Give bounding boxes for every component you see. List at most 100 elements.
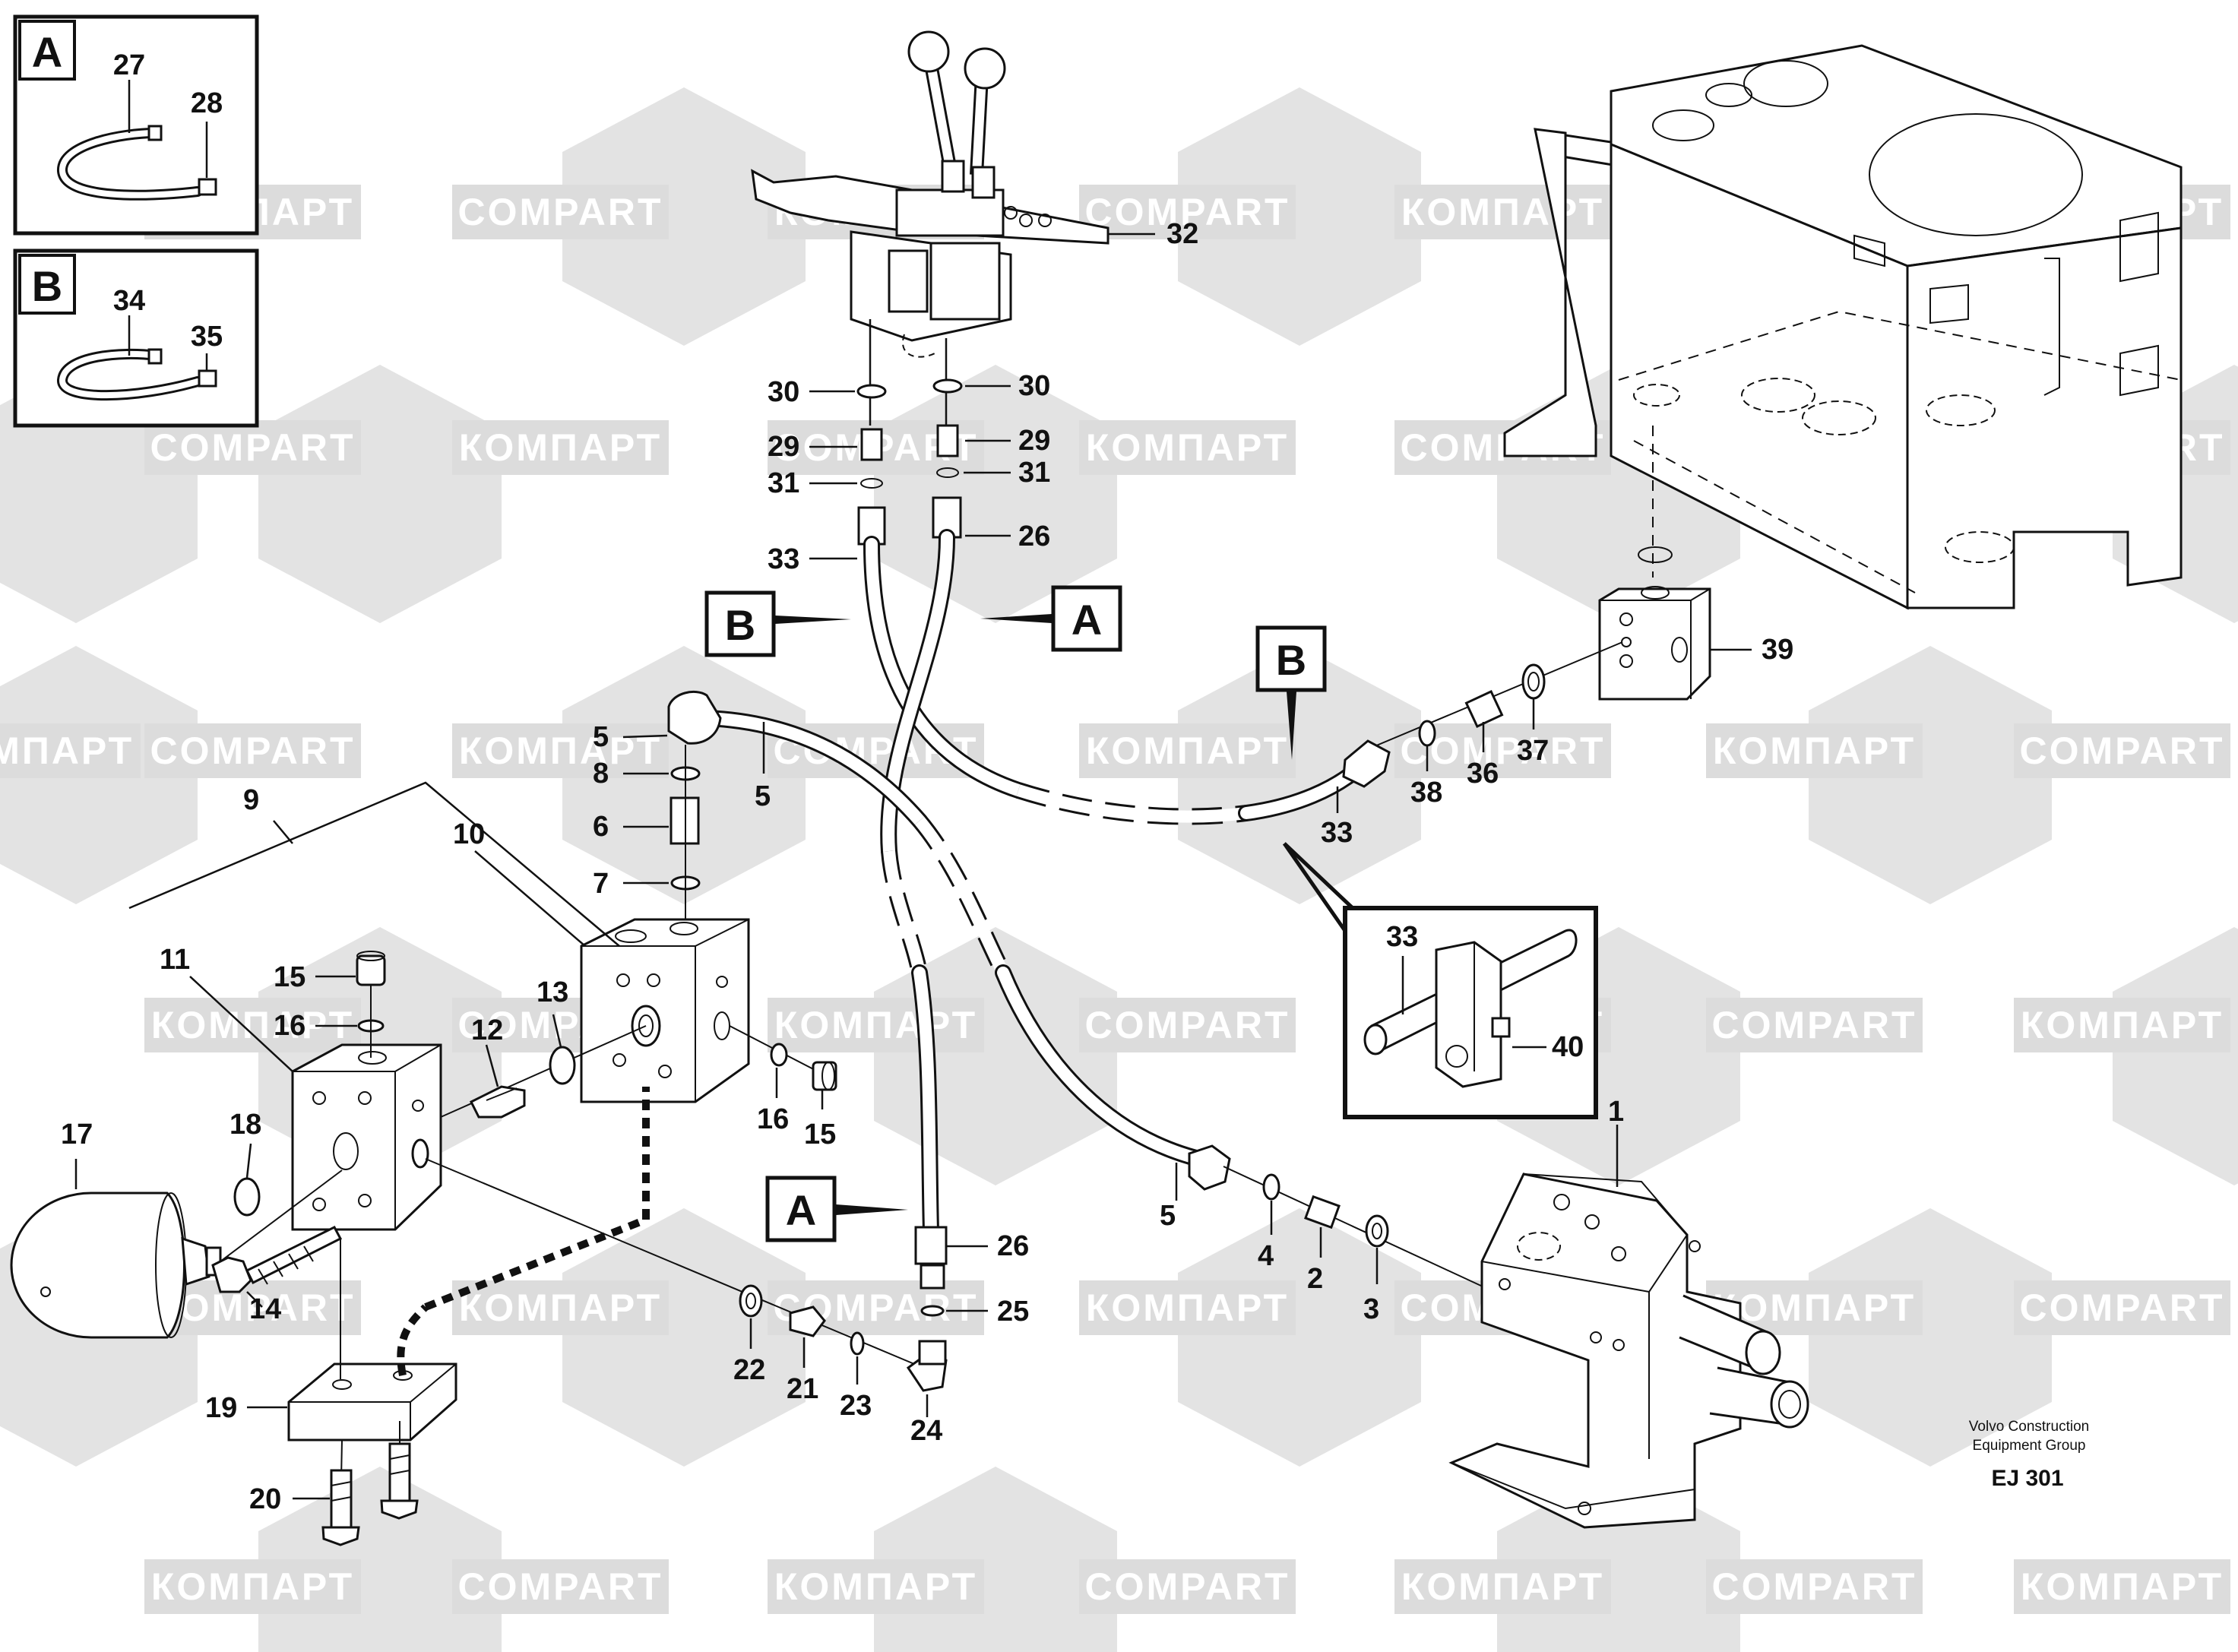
hydraulic-tank [1503, 44, 2183, 610]
watermark-text: COMPART [1084, 1004, 1290, 1046]
check-valve-12-13 [440, 1025, 647, 1119]
callout-37: 37 [1517, 735, 1549, 767]
callout-27: 27 [113, 49, 145, 81]
watermark-text: КОМПАРТ [774, 1004, 977, 1046]
hoses [698, 529, 1376, 1239]
credit-line-1: Volvo Construction [1969, 1419, 2089, 1435]
fittings-5-8-6-7 [667, 690, 722, 919]
inset-b: B 34 35 [13, 248, 259, 428]
callout-39: 39 [1762, 634, 1793, 666]
callout-30-left: 30 [768, 376, 799, 408]
valve-block-11 [291, 1043, 442, 1231]
callout-18: 18 [229, 1109, 261, 1141]
inset-a-letter: A [32, 28, 62, 76]
callout-31-left: 31 [768, 467, 799, 499]
callout-15-top: 15 [274, 961, 305, 993]
watermark-text: COMPART [150, 729, 355, 772]
pump-1 [1448, 1173, 1809, 1529]
callout-38: 38 [1410, 777, 1442, 809]
watermark-text: КОМПАРТ [1086, 426, 1289, 469]
joystick-control-valve [751, 30, 1110, 426]
callout-21: 21 [787, 1373, 818, 1405]
callout-26-bottom: 26 [997, 1230, 1029, 1262]
callout-7: 7 [593, 868, 609, 900]
svg-text:B: B [1276, 636, 1306, 684]
callout-13: 13 [537, 976, 568, 1008]
svg-text:B: B [725, 601, 755, 649]
callout-12: 12 [471, 1014, 503, 1046]
callout-32: 32 [1166, 218, 1198, 250]
plug-15-16-top [356, 951, 386, 1058]
watermark-text: COMPART [2019, 1286, 2224, 1329]
callout-28: 28 [191, 87, 223, 119]
callout-15-right: 15 [804, 1119, 836, 1150]
watermark-text: COMPART [1084, 191, 1290, 233]
callout-4: 4 [1258, 1240, 1274, 1272]
callout-14: 14 [249, 1293, 281, 1325]
watermark-text: COMPART [1711, 1004, 1917, 1046]
callout-23: 23 [840, 1390, 872, 1422]
callout-30-right: 30 [1018, 370, 1050, 402]
callout-35: 35 [191, 321, 223, 353]
fittings-21-25 [425, 1158, 948, 1392]
watermark-text: КОМПАРТ [1401, 191, 1604, 233]
callout-2: 2 [1307, 1263, 1323, 1295]
watermark-text: COMPART [457, 1565, 663, 1608]
ref-marker-a-top: A [980, 585, 1122, 652]
valve-block-10 [580, 918, 750, 1103]
watermark-text: COMPART [150, 426, 355, 469]
accumulator-17 [10, 1169, 343, 1339]
callout-1: 1 [1608, 1096, 1624, 1128]
valve-fittings [856, 378, 963, 546]
callout-33-right: 33 [1321, 817, 1353, 849]
callout-24: 24 [910, 1415, 942, 1447]
callout-5-bottom: 5 [1160, 1200, 1176, 1232]
watermark-text: КОМПАРТ [151, 1565, 354, 1608]
detail-clamp-box: 33 40 [1343, 906, 1598, 1119]
watermark-text: КОМПАРТ [1401, 1565, 1604, 1608]
ref-marker-a-bottom: A [765, 1176, 908, 1242]
callout-3: 3 [1363, 1293, 1379, 1325]
watermark-text: КОМПАРТ [0, 729, 134, 772]
watermark-text: КОМПАРТ [459, 1286, 662, 1329]
callout-16-top: 16 [274, 1010, 305, 1042]
adapter-block-39 [1598, 586, 1711, 701]
callout-5-top: 5 [593, 721, 609, 753]
watermark-text: COMPART [1711, 1565, 1917, 1608]
watermark-text: COMPART [1084, 1565, 1290, 1608]
inset-b-letter: B [32, 262, 62, 310]
callout-10: 10 [453, 818, 485, 850]
callout-26-hose: 26 [1018, 521, 1050, 552]
callout-8: 8 [593, 758, 609, 790]
credit-line-2: Equipment Group [1973, 1438, 2086, 1454]
callout-25: 25 [997, 1296, 1029, 1328]
watermark-text: КОМПАРТ [459, 426, 662, 469]
inset-a: A 27 28 [13, 14, 259, 236]
callout-36: 36 [1467, 758, 1499, 790]
plate-19 [287, 1087, 650, 1442]
callout-5-hose: 5 [755, 780, 771, 812]
svg-text:A: A [1072, 596, 1102, 644]
screws-20 [321, 1421, 419, 1546]
ref-marker-b-top: B [704, 590, 851, 657]
watermark-text: COMPART [2019, 729, 2224, 772]
bolt-14 [211, 1226, 343, 1293]
callout-9: 9 [243, 784, 259, 816]
callout-33-hose: 33 [768, 543, 799, 575]
watermark-text: КОМПАРТ [1713, 729, 1916, 772]
callout-19: 19 [205, 1392, 237, 1424]
fittings-36-38 [1342, 641, 1623, 788]
watermark-text: КОМПАРТ [1086, 1286, 1289, 1329]
callout-29-right: 29 [1018, 425, 1050, 457]
watermark-text: КОМПАРТ [2021, 1004, 2224, 1046]
callout-20: 20 [249, 1483, 281, 1515]
watermark-text: КОМПАРТ [1086, 729, 1289, 772]
ref-marker-b-right: B [1255, 625, 1327, 760]
svg-text:A: A [786, 1186, 816, 1234]
watermark-text: COMPART [457, 191, 663, 233]
watermark-text: КОМПАРТ [2021, 1565, 2224, 1608]
callout-34: 34 [113, 285, 145, 317]
callout-40: 40 [1552, 1031, 1584, 1063]
callout-11: 11 [160, 944, 190, 976]
